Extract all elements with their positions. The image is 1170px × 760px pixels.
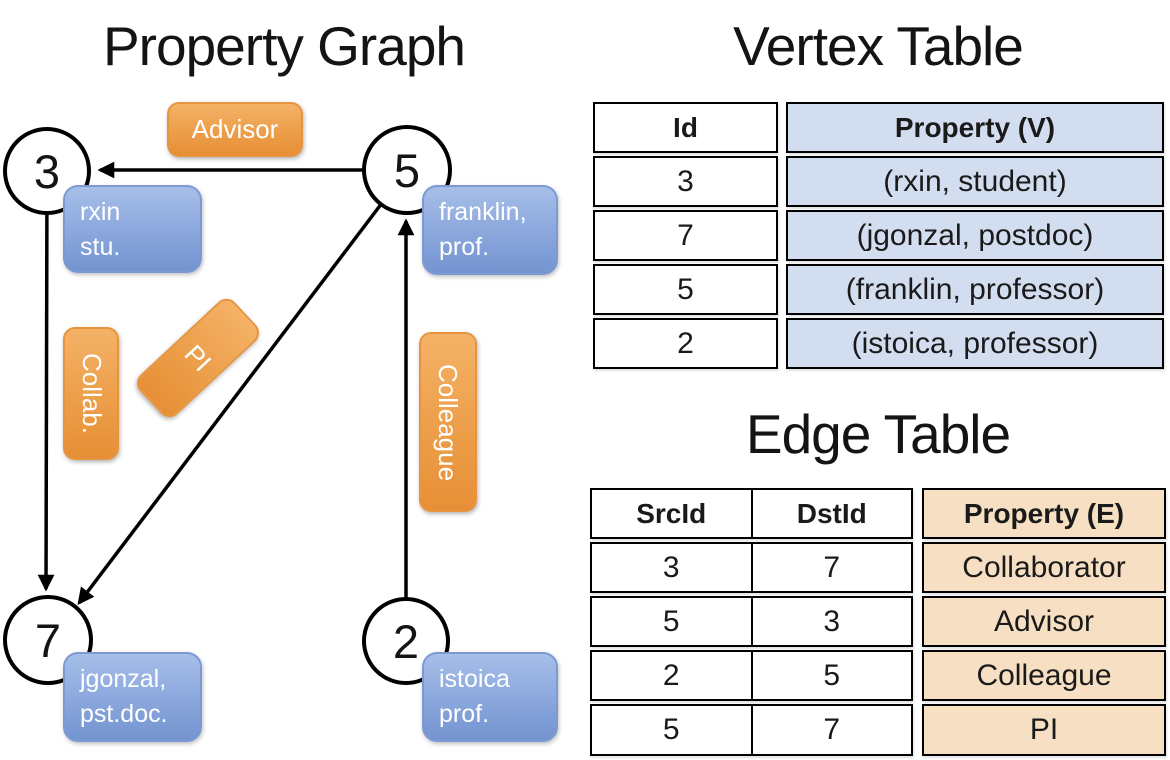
edge-table-title: Edge Table bbox=[745, 403, 1011, 465]
edge-table-row-ids: 5 3 bbox=[590, 596, 913, 647]
edge-table-row-ids: 2 5 bbox=[590, 650, 913, 701]
vertex-node-5: 5 bbox=[362, 125, 452, 215]
vertex-node-2: 2 bbox=[362, 597, 450, 685]
vertex-label-franklin: franklin, prof. bbox=[422, 185, 558, 275]
edge-table-cell-dst: 7 bbox=[823, 713, 841, 746]
vertex-table-cell-id: 2 bbox=[593, 318, 778, 369]
edge-table-cell-property: Advisor bbox=[922, 596, 1166, 647]
vertex-label-istoica: istoica prof. bbox=[422, 652, 558, 742]
edge-table-cell-dst: 5 bbox=[823, 658, 841, 692]
graph-edges-canvas bbox=[37, 161, 415, 641]
vertex-label-jgonzal: jgonzal, pst.doc. bbox=[63, 652, 202, 742]
edge-collab-arrow bbox=[37, 170, 55, 592]
edge-table-cell-dst: 3 bbox=[823, 604, 841, 638]
edge-table-row-ids: 3 7 bbox=[590, 542, 913, 593]
property-graph-title: Property Graph bbox=[102, 15, 466, 77]
edge-table-row-ids: 5 7 bbox=[590, 704, 913, 756]
vertex-label-line2: prof. bbox=[439, 700, 490, 728]
edge-table-cell-property: Colleague bbox=[922, 650, 1166, 701]
edge-label-text: Advisor bbox=[191, 114, 279, 144]
edge-table-cell-property: PI bbox=[922, 704, 1166, 756]
vertex-table-cell-id: 7 bbox=[593, 210, 778, 261]
edge-table-header-src: SrcId bbox=[592, 490, 753, 537]
vertex-label-rxin: rxin stu. bbox=[63, 185, 202, 273]
vertex-label-line1: rxin bbox=[80, 198, 121, 226]
vertex-table-cell-property: (franklin, professor) bbox=[786, 264, 1164, 315]
edge-table-cell-src: 3 bbox=[592, 544, 753, 591]
vertex-table-cell-id: 3 bbox=[593, 156, 778, 207]
edge-table-header-row: SrcId DstId bbox=[590, 488, 913, 539]
vertex-table-cell-property: (rxin, student) bbox=[786, 156, 1164, 207]
vertex-label-line2: prof. bbox=[439, 233, 490, 261]
vertex-table-cell-id: 5 bbox=[593, 264, 778, 315]
edge-label-colleague: Colleague bbox=[419, 332, 477, 512]
edge-label-text: PI bbox=[179, 338, 218, 377]
vertex-label-line1: jgonzal, bbox=[80, 665, 167, 693]
vertex-table-header-property: Property (V) bbox=[786, 102, 1164, 153]
vertex-table-title: Vertex Table bbox=[733, 15, 1024, 77]
edge-table-header-dst: DstId bbox=[796, 497, 867, 529]
vertex-label-line1: istoica bbox=[439, 665, 510, 693]
vertex-label-line2: stu. bbox=[80, 233, 121, 261]
edge-label-advisor: Advisor bbox=[167, 102, 303, 157]
vertex-table-cell-property: (jgonzal, postdoc) bbox=[786, 210, 1164, 261]
edge-table-cell-src: 5 bbox=[592, 598, 753, 645]
edge-table-cell-src: 5 bbox=[592, 706, 753, 754]
edge-pi-arrow bbox=[77, 168, 409, 606]
vertex-table-cell-property: (istoica, professor) bbox=[786, 318, 1164, 369]
vertex-label-line1: franklin, bbox=[439, 198, 527, 226]
edge-table-cell-dst: 7 bbox=[823, 550, 841, 584]
vertex-table-header-id: Id bbox=[593, 102, 778, 153]
edge-table-cell-src: 2 bbox=[592, 652, 753, 699]
edge-label-collab: Collab. bbox=[63, 327, 119, 460]
edge-table-header-property: Property (E) bbox=[922, 488, 1166, 539]
edge-label-text: Collab. bbox=[76, 353, 107, 434]
vertex-label-line2: pst.doc. bbox=[80, 700, 168, 728]
edge-label-text: Colleague bbox=[433, 363, 464, 481]
edge-table-cell-property: Collaborator bbox=[922, 542, 1166, 593]
